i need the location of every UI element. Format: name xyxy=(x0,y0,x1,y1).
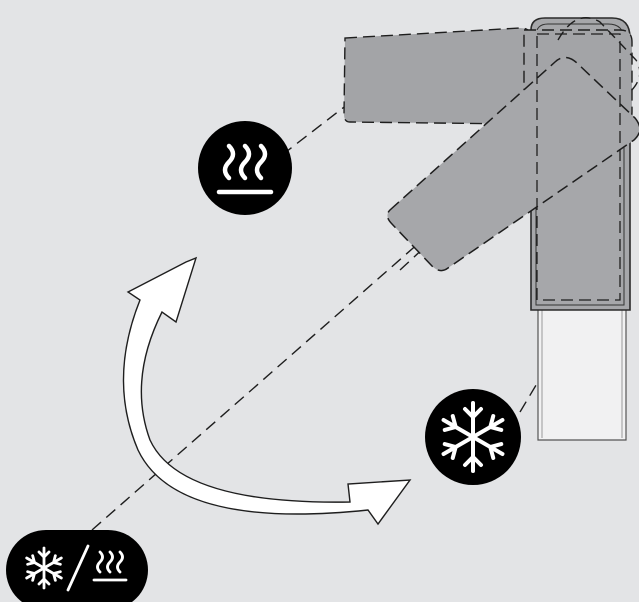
cold-icon xyxy=(425,389,521,485)
leader-line-heat xyxy=(281,103,349,156)
leader-line-mixed xyxy=(91,241,421,531)
lever-position-cold xyxy=(536,33,621,301)
rotation-arrow-shape xyxy=(122,256,412,526)
cold-heat-heat-icon xyxy=(92,550,128,582)
cold-heat-slash xyxy=(66,544,90,592)
heat-icon xyxy=(198,121,292,215)
rotation-arrow xyxy=(122,256,412,526)
faucet-lower-section xyxy=(537,307,627,441)
cold-heat-snowflake-icon xyxy=(25,546,63,590)
cold-heat-icon xyxy=(6,530,148,602)
lever-position-mid xyxy=(386,17,639,272)
